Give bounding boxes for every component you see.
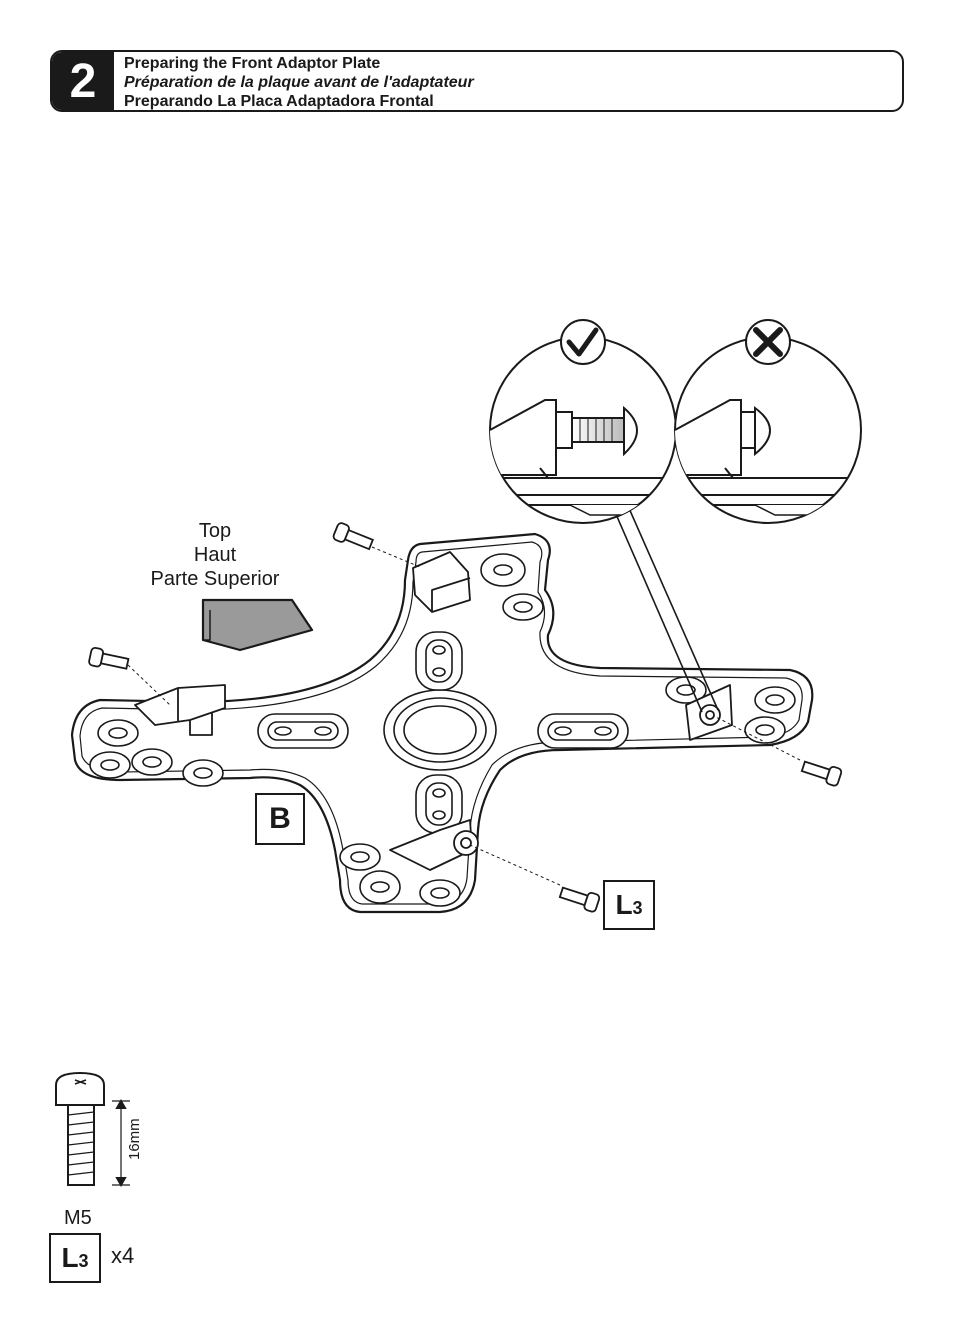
step-number: 2 <box>52 52 114 110</box>
top-label-english: Top <box>198 520 232 542</box>
title-french: Préparation de la plaque avant de l'adap… <box>124 74 474 91</box>
screws <box>88 522 843 913</box>
part-label-b: B <box>255 793 305 845</box>
callout-connector <box>611 504 719 713</box>
zoom-incorrect <box>674 319 862 524</box>
zoom-correct <box>489 319 677 524</box>
step-header: 2 Preparing the Front Adaptor Plate Prép… <box>50 50 904 112</box>
parts-quantity: x4 <box>111 1243 135 1268</box>
step-titles: Preparing the Front Adaptor Plate Prépar… <box>124 54 474 110</box>
screw-diagram-m5 <box>55 1071 130 1188</box>
plate-holes <box>89 553 796 907</box>
screw-callout-letter: L <box>615 889 633 920</box>
top-direction-label: Top Haut Parte Superior <box>130 519 300 591</box>
screw-length-label: 16mm <box>126 1118 143 1160</box>
screw-size-label: M5 <box>64 1207 92 1229</box>
guide-lines <box>127 546 801 886</box>
title-english: Preparing the Front Adaptor Plate <box>124 55 381 72</box>
top-label-french: Haut <box>193 544 237 566</box>
mounting-brackets <box>134 551 733 871</box>
direction-arrow <box>201 598 314 652</box>
title-spanish: Preparando La Placa Adaptadora Frontal <box>124 93 434 110</box>
parts-list-letter: L <box>61 1242 79 1273</box>
screw-callout-index: 3 <box>632 897 643 918</box>
parts-list-index: 3 <box>78 1250 89 1271</box>
top-label-spanish: Parte Superior <box>150 568 280 590</box>
